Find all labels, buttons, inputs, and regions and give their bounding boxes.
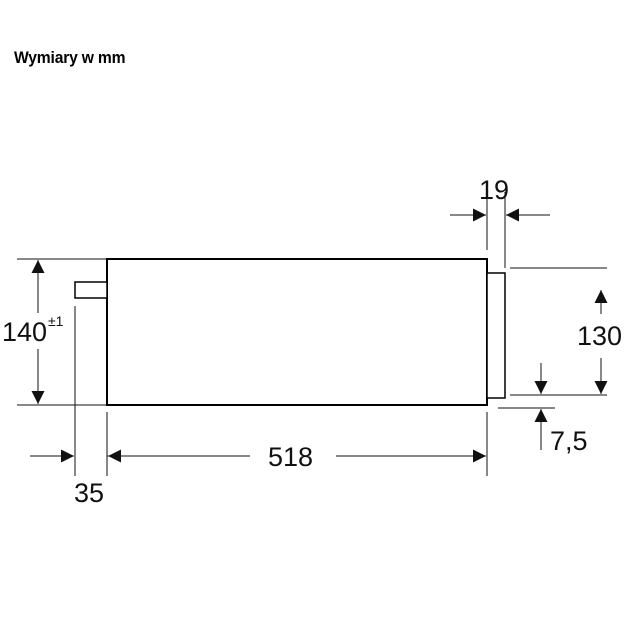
front-thickness-label: 19 <box>479 175 509 205</box>
dimension-height-total: 140 ±1 <box>0 260 70 404</box>
dimension-bottom-offset: 7,5 <box>534 363 588 456</box>
front-height-label: 130 <box>577 321 622 351</box>
dimension-depth: 518 <box>108 442 486 472</box>
extension-lines <box>17 192 607 476</box>
dimension-handle-depth: 35 <box>30 449 108 508</box>
dimension-front-height: 130 <box>577 290 622 394</box>
handle-depth-label: 35 <box>74 478 104 508</box>
diagram-title: Wymiary w mm <box>14 48 126 67</box>
height-total-label: 140 <box>2 317 47 347</box>
drawer-front-panel <box>486 272 506 399</box>
height-tolerance-label: ±1 <box>48 313 64 329</box>
dimension-front-thickness: 19 <box>450 175 550 222</box>
drawer-body <box>106 258 488 406</box>
rear-connector <box>74 281 108 299</box>
depth-label: 518 <box>268 442 313 472</box>
bottom-offset-label: 7,5 <box>550 426 588 456</box>
